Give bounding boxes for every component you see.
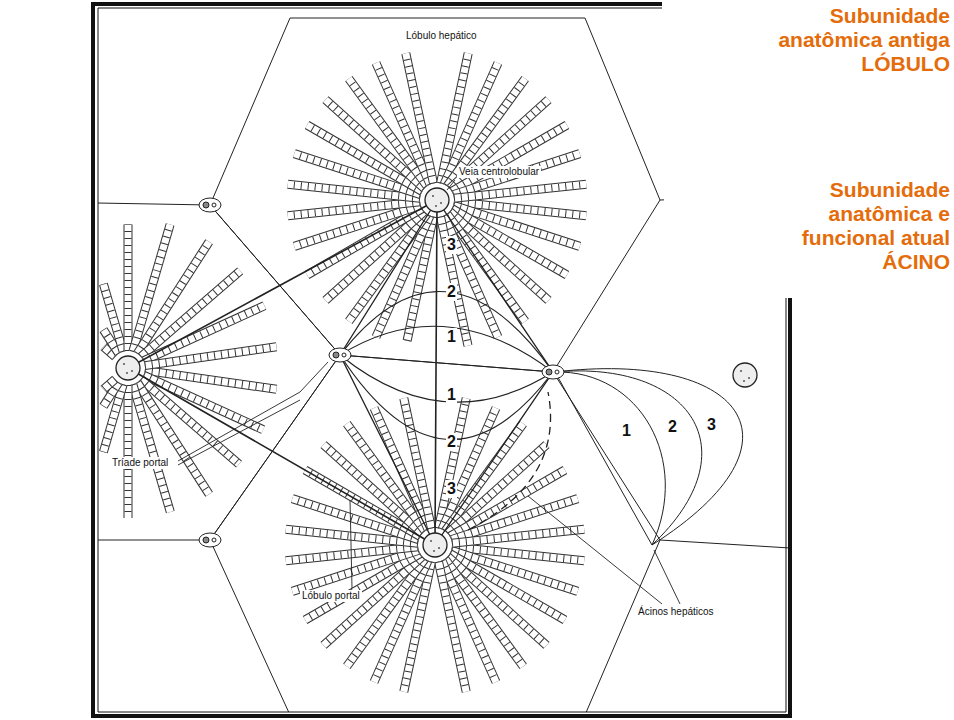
hepatocyte-cord — [307, 209, 422, 276]
central-vein — [116, 188, 757, 557]
hepatocyte-cord — [439, 562, 467, 692]
zone-number: 3 — [446, 236, 457, 254]
hepatocyte-cord — [305, 554, 420, 621]
acinus-zone-arc — [555, 372, 665, 545]
hepatocyte-cord — [125, 225, 132, 351]
zone-number: 2 — [446, 433, 457, 451]
hepatic-lobule-outline — [98, 203, 340, 540]
hepatocyte-cord — [452, 529, 584, 543]
hepatocyte-cord — [406, 53, 434, 183]
portal-triad — [199, 198, 564, 547]
hepatocyte-cord — [103, 284, 123, 352]
hepatocyte-cord — [286, 547, 418, 561]
hepatocyte-cord — [307, 209, 422, 276]
hepatocyte-cord — [452, 529, 584, 543]
structure-label: Tríade portal — [110, 457, 170, 469]
subunit-heading: Subunidade anatômica e funcional atual Á… — [745, 178, 950, 274]
hepatocyte-cord — [452, 125, 567, 192]
acinus-zone-arc — [555, 371, 702, 545]
hepatocyte-cord — [288, 202, 420, 216]
hepatocyte-cord — [439, 562, 467, 692]
acinus-zone-arc — [555, 372, 652, 545]
hepatocyte-cord — [450, 470, 565, 537]
figure-frame — [93, 4, 790, 716]
acinus-zone-line — [340, 291, 553, 439]
hepatocyte-cord — [103, 284, 123, 352]
hepatocyte-cord — [103, 379, 115, 389]
structure-label: Lóbulo hepático — [404, 30, 479, 42]
acinus-outline — [340, 200, 553, 545]
acinus-dashed-outline — [468, 392, 551, 530]
hepatocyte-cords — [103, 53, 586, 691]
hepatocyte-cord — [454, 184, 586, 198]
leader-line — [178, 180, 680, 604]
zone-number: 2 — [446, 283, 457, 301]
hepatocyte-cord — [286, 547, 418, 561]
hepatocyte-cord — [450, 470, 565, 537]
hepatocyte-cord — [452, 125, 567, 192]
hepatocyte-cord — [125, 385, 132, 518]
hepatocyte-cord — [103, 379, 115, 389]
hepatocyte-cord — [307, 209, 422, 276]
zone-number: 3 — [706, 416, 717, 434]
hepatocyte-cord — [439, 562, 467, 692]
hepatocyte-cord — [452, 125, 567, 192]
hepatocyte-cord — [286, 547, 418, 561]
acinus-zone-arc — [555, 369, 743, 545]
figure-frame — [98, 8, 786, 712]
hepatocyte-cord — [124, 385, 133, 518]
hepatocyte-cord — [145, 347, 277, 366]
hepatocyte-cord — [288, 202, 420, 216]
hepatocyte-cord — [454, 184, 586, 198]
hepatocyte-cord — [124, 225, 133, 351]
structure-label: Lóbulo portal — [300, 590, 362, 602]
hepatocyte-cord — [145, 347, 277, 366]
subunit-heading: Subunidade anatômica antiga LÓBULO — [745, 4, 950, 76]
hepatocyte-cord — [406, 53, 434, 183]
hepatocyte-cord — [103, 379, 115, 389]
structure-label: Veia centrolobular — [457, 166, 541, 178]
hepatocyte-cord — [103, 284, 123, 352]
hepatocyte-cord — [145, 347, 277, 366]
zone-number: 1 — [621, 422, 632, 440]
hepatocyte-cord — [288, 202, 420, 216]
hepatocyte-cord — [450, 470, 565, 537]
hepatocyte-cord — [125, 225, 132, 351]
text-panel — [664, 0, 954, 298]
zone-number: 3 — [446, 480, 457, 498]
hepatocyte-cord — [125, 385, 132, 518]
hepatic-lobule-outline — [210, 18, 660, 372]
hepatocyte-cord — [305, 554, 420, 621]
hepatocyte-cord — [406, 53, 434, 183]
hepatocyte-cord — [133, 384, 171, 512]
hepatocyte-cord — [133, 384, 171, 512]
vein-stipple — [123, 195, 750, 552]
zone-number: 1 — [446, 386, 457, 404]
hepatocyte-cord — [454, 184, 586, 198]
hepatocyte-cord — [305, 554, 420, 621]
zone-number: 2 — [667, 418, 678, 436]
hepatocyte-cord — [452, 529, 584, 543]
portal-lobule-triangle — [128, 200, 437, 545]
zone-number: 1 — [446, 328, 457, 346]
hepatocyte-cord — [133, 384, 171, 512]
hepatic-lobule-outline — [660, 540, 788, 548]
structure-label: Ácinos hepáticos — [636, 606, 716, 618]
